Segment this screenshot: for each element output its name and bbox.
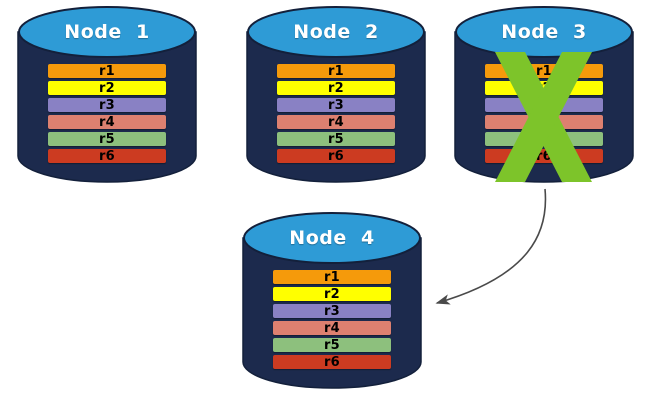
node-3-row-r6[interactable]: r6 xyxy=(485,149,603,163)
row-label: r3 xyxy=(535,97,553,113)
row-label: r5 xyxy=(327,131,345,147)
node-3-row-r1[interactable]: r1 xyxy=(485,64,603,78)
node-1-row-r4[interactable]: r4 xyxy=(48,115,166,129)
row-label: r4 xyxy=(323,320,341,336)
row-label: r3 xyxy=(98,97,116,113)
row-label: r2 xyxy=(327,80,345,96)
row-label: r1 xyxy=(535,63,553,79)
node-4-row-r3[interactable]: r3 xyxy=(273,304,391,318)
node-3-row-r5[interactable]: r5 xyxy=(485,132,603,146)
row-label: r5 xyxy=(323,337,341,353)
row-label: r6 xyxy=(535,148,553,164)
node-1-row-r3[interactable]: r3 xyxy=(48,98,166,112)
node-1-row-r6[interactable]: r6 xyxy=(48,149,166,163)
arrow-path xyxy=(435,188,547,305)
row-label: r4 xyxy=(535,114,553,130)
row-label: r6 xyxy=(323,354,341,370)
row-label: r6 xyxy=(98,148,116,164)
node-3-row-r2[interactable]: r2 xyxy=(485,81,603,95)
node-4-row-r2[interactable]: r2 xyxy=(273,287,391,301)
row-label: r5 xyxy=(98,131,116,147)
node-2-row-r5[interactable]: r5 xyxy=(277,132,395,146)
row-label: r1 xyxy=(98,63,116,79)
row-label: r6 xyxy=(327,148,345,164)
row-label: r1 xyxy=(327,63,345,79)
row-label: r2 xyxy=(98,80,116,96)
row-label: r4 xyxy=(327,114,345,130)
cylinder-top xyxy=(455,6,633,58)
row-label: r2 xyxy=(323,286,341,302)
node-1-row-r1[interactable]: r1 xyxy=(48,64,166,78)
node-4-row-r5[interactable]: r5 xyxy=(273,338,391,352)
node-1-row-r5[interactable]: r5 xyxy=(48,132,166,146)
node-3-row-r3[interactable]: r3 xyxy=(485,98,603,112)
node-2-row-r2[interactable]: r2 xyxy=(277,81,395,95)
row-label: r2 xyxy=(535,80,553,96)
node-1-row-r2[interactable]: r2 xyxy=(48,81,166,95)
row-label: r4 xyxy=(98,114,116,130)
node-4-row-r1[interactable]: r1 xyxy=(273,270,391,284)
row-label: r5 xyxy=(535,131,553,147)
node-3-row-r4[interactable]: r4 xyxy=(485,115,603,129)
row-label: r3 xyxy=(323,303,341,319)
node-2-row-r3[interactable]: r3 xyxy=(277,98,395,112)
node-4-row-r6[interactable]: r6 xyxy=(273,355,391,369)
node-2-row-r1[interactable]: r1 xyxy=(277,64,395,78)
node-2-row-r4[interactable]: r4 xyxy=(277,115,395,129)
row-label: r1 xyxy=(323,269,341,285)
node-4-row-r4[interactable]: r4 xyxy=(273,321,391,335)
node-2-row-r6[interactable]: r6 xyxy=(277,149,395,163)
row-label: r3 xyxy=(327,97,345,113)
cylinder-top xyxy=(247,6,425,58)
cylinder-top xyxy=(18,6,196,58)
cylinder-top xyxy=(243,212,421,264)
